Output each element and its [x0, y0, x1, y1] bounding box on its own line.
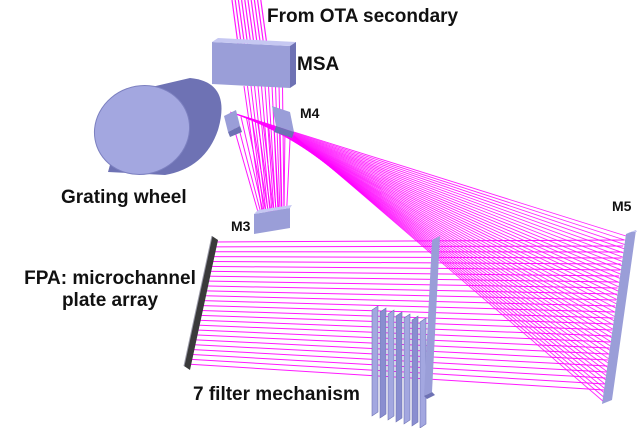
- m4-label: M4: [300, 105, 320, 121]
- ray-line: [206, 265, 621, 271]
- fpa-label: FPA: microchannel plate array: [10, 268, 210, 312]
- ray-line: [250, 118, 619, 292]
- m4-mirror: [272, 106, 294, 138]
- ray-line: [247, 0, 255, 45]
- ray-line: [268, 123, 277, 213]
- filter-mechanism: [371, 305, 427, 428]
- msa-component: [212, 38, 296, 88]
- grating-wheel-face: [93, 85, 191, 175]
- ray-line: [237, 0, 245, 45]
- ray-line: [286, 129, 291, 213]
- ray-line: [202, 285, 617, 295]
- ray-line: [250, 0, 258, 45]
- ray-line: [236, 113, 624, 254]
- fpa-label-line1: FPA: microchannel: [24, 268, 196, 289]
- ray-line: [231, 112, 626, 241]
- fpa-label-line2: plate array: [61, 290, 159, 311]
- grating-wheel-label: Grating wheel: [61, 187, 187, 208]
- ray-line: [278, 85, 283, 213]
- ray-line: [262, 122, 275, 213]
- ota-label: From OTA secondary: [267, 6, 459, 27]
- ray-line: [194, 324, 611, 343]
- ray-line: [260, 0, 268, 45]
- ray-line: [256, 121, 617, 309]
- ray-line: [244, 116, 622, 275]
- ray-line: [204, 275, 619, 283]
- ray-line: [241, 0, 249, 45]
- m3-mirror: [254, 205, 292, 234]
- ray-line: [252, 119, 619, 296]
- msa-label: MSA: [297, 54, 340, 75]
- ray-line: [237, 114, 624, 258]
- ray-line: [210, 245, 624, 248]
- ray-line: [250, 85, 267, 213]
- ray-line: [199, 300, 615, 313]
- ray-line: [208, 256, 622, 259]
- ray-line: [283, 127, 286, 213]
- ray-line: [211, 239, 625, 243]
- ray-line: [255, 120, 618, 305]
- ray-line: [247, 117, 620, 284]
- ray-line: [257, 120, 272, 213]
- ray-line: [253, 0, 261, 45]
- ray-line: [203, 280, 618, 289]
- ray-line: [200, 295, 616, 307]
- ray-line: [242, 116, 622, 271]
- m3-label: M3: [231, 218, 251, 234]
- ray-line: [240, 116, 264, 213]
- fpa-detector: [183, 235, 218, 370]
- filter-plate: [419, 317, 427, 428]
- ray-line: [279, 126, 282, 213]
- field-plate: [424, 236, 440, 399]
- ota-input-ray-bundle: [231, 0, 268, 45]
- ray-line: [240, 115, 623, 267]
- ray-line: [257, 0, 265, 45]
- ray-line: [198, 304, 614, 319]
- m5-mirror: [602, 230, 637, 404]
- filter-plate: [379, 307, 387, 419]
- ray-line: [205, 270, 620, 277]
- m5-label: M5: [612, 198, 632, 214]
- ray-line: [251, 119, 269, 213]
- filter-plate: [387, 309, 395, 421]
- ray-line: [275, 85, 281, 213]
- ray-line: [207, 261, 621, 265]
- ray-line: [261, 85, 273, 213]
- ray-line: [248, 118, 620, 288]
- ray-line: [234, 113, 625, 250]
- ray-line: [195, 319, 612, 337]
- filter-plate: [403, 313, 411, 425]
- ray-line: [233, 112, 626, 245]
- ray-line: [273, 125, 280, 213]
- filter-plate: [411, 315, 419, 427]
- ray-line: [229, 111, 627, 237]
- ray-line: [264, 85, 275, 213]
- ray-line: [185, 363, 605, 391]
- filter-plate: [371, 305, 379, 417]
- ray-line: [246, 118, 267, 213]
- ray-line: [239, 114, 623, 262]
- ray-line: [244, 0, 252, 45]
- ray-line: [234, 0, 242, 45]
- filter-mechanism-label: 7 filter mechanism: [193, 384, 360, 405]
- ray-line: [201, 290, 617, 301]
- filter-plate: [395, 311, 403, 423]
- fold-mirror: [224, 110, 242, 137]
- ray-line: [231, 0, 239, 45]
- grating-wheel: [93, 78, 222, 175]
